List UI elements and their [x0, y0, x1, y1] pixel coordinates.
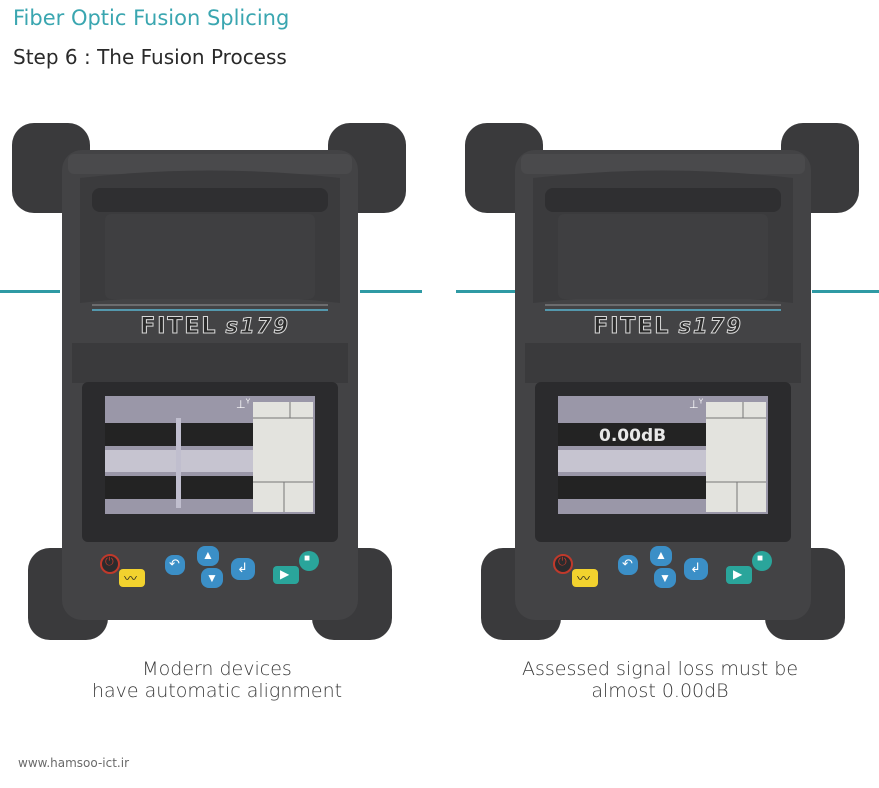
stop-icon[interactable]: ■ [304, 553, 311, 564]
step-title: Step 6 : The Fusion Process [13, 45, 287, 69]
model-name: s179 [225, 314, 290, 339]
back-icon[interactable]: ↶ [622, 556, 633, 571]
splicer-device-left: FITEL s179 ⊥Y ⏻ 〰 ↶ ▲ ▼ ↲ ▶ ■ [10, 118, 420, 648]
splice-loss-readout: 0.00dB [599, 426, 667, 446]
caption-left: Modern devices have automatic alignment [7, 658, 427, 702]
arc-icon[interactable]: 〰 [577, 571, 591, 586]
down-arrow-icon[interactable]: ▼ [659, 571, 671, 585]
brand-label: FITEL s179 [463, 314, 873, 340]
fiber-right-outer [456, 290, 516, 293]
up-arrow-icon[interactable]: ▲ [202, 548, 214, 562]
power-icon[interactable]: ⏻ [558, 556, 567, 568]
arc-icon[interactable]: 〰 [124, 571, 138, 586]
caption-right: Assessed signal loss must be almost 0.00… [450, 658, 870, 702]
stop-icon[interactable]: ■ [757, 553, 764, 564]
splicer-body-graphic [12, 123, 406, 640]
splicer-body-graphic [465, 123, 859, 640]
play-icon[interactable]: ▶ [733, 567, 743, 581]
website-watermark: www.hamsoo-ict.ir [18, 756, 130, 770]
axis-icon: ⊥Y [236, 398, 251, 411]
enter-icon[interactable]: ↲ [690, 560, 701, 575]
play-icon[interactable]: ▶ [280, 567, 290, 581]
up-arrow-icon[interactable]: ▲ [655, 548, 667, 562]
axis-icon: ⊥Y [689, 398, 704, 411]
brand-name: FITEL [593, 314, 671, 340]
back-icon[interactable]: ↶ [169, 556, 180, 571]
down-arrow-icon[interactable]: ▼ [206, 571, 218, 585]
splicer-device-right: FITEL s179 0.00dB ⊥Y ⏻ 〰 ↶ ▲ ▼ ↲ ▶ ■ [463, 118, 873, 648]
page-title: Fiber Optic Fusion Splicing [13, 6, 290, 30]
brand-name: FITEL [140, 314, 218, 340]
fiber-left-outer [0, 290, 60, 293]
power-icon[interactable]: ⏻ [105, 556, 114, 568]
caption-line: Assessed signal loss must be [521, 658, 799, 680]
caption-line: Modern devices [142, 658, 292, 680]
caption-line: have automatic alignment [91, 680, 343, 702]
model-name: s179 [678, 314, 743, 339]
caption-line: almost 0.00dB [591, 680, 729, 702]
brand-label: FITEL s179 [10, 314, 420, 340]
fiber-left-inner [360, 290, 422, 293]
fiber-right-inner [812, 290, 879, 293]
enter-icon[interactable]: ↲ [237, 560, 248, 575]
